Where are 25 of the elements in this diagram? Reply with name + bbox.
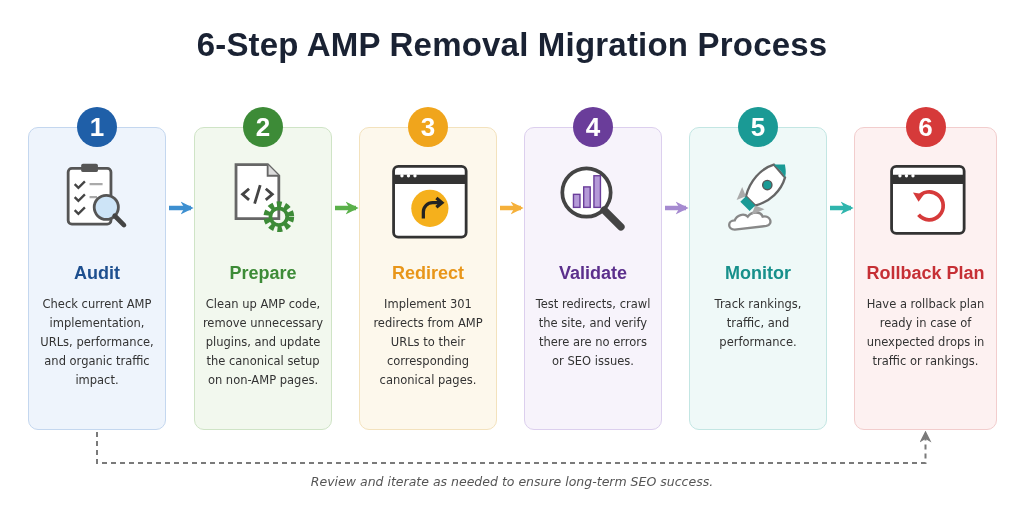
step-number: 1 <box>77 107 117 147</box>
step-description: Test redirects, crawl the site, and verify there are no errors or SEO issues. <box>534 296 652 370</box>
step-number: 6 <box>905 107 946 147</box>
step-title: Audit <box>73 263 121 284</box>
step-description: Have a rollback plan ready in case of unexpected drops in traffic or rankings. <box>865 296 986 370</box>
step-title: Prepare <box>228 263 298 284</box>
step-description: Track rankings, traffic, and performance. <box>713 296 803 351</box>
step-number: 2 <box>243 107 283 147</box>
step-number: 5 <box>738 107 778 147</box>
step-number: 4 <box>573 107 613 147</box>
step-description: Implement 301 redirects from AMP URLs to their corresponding canonical pages. <box>372 296 484 389</box>
step-arrow <box>169 201 194 215</box>
step-title: Rollback Plan <box>865 263 986 284</box>
step-number: 3 <box>408 107 448 147</box>
step-arrow <box>830 201 854 215</box>
step-arrow <box>665 201 689 215</box>
step-description: Check current AMP implementation, URLs, performance, and organic traffic impact. <box>39 296 155 389</box>
step-arrow <box>500 201 524 215</box>
step-description: Clean up AMP code, remove unnecessary plugins, and update the canonical setup on non-AMP pages. <box>202 296 324 389</box>
feedback-loop-arrow <box>96 430 932 464</box>
step-title: Monitor <box>724 263 792 284</box>
diagram-title: 6-Step AMP Removal Migration Process <box>195 26 829 64</box>
step-title: Validate <box>557 263 628 284</box>
step-arrow <box>335 201 359 215</box>
step-title: Redirect <box>391 263 465 284</box>
